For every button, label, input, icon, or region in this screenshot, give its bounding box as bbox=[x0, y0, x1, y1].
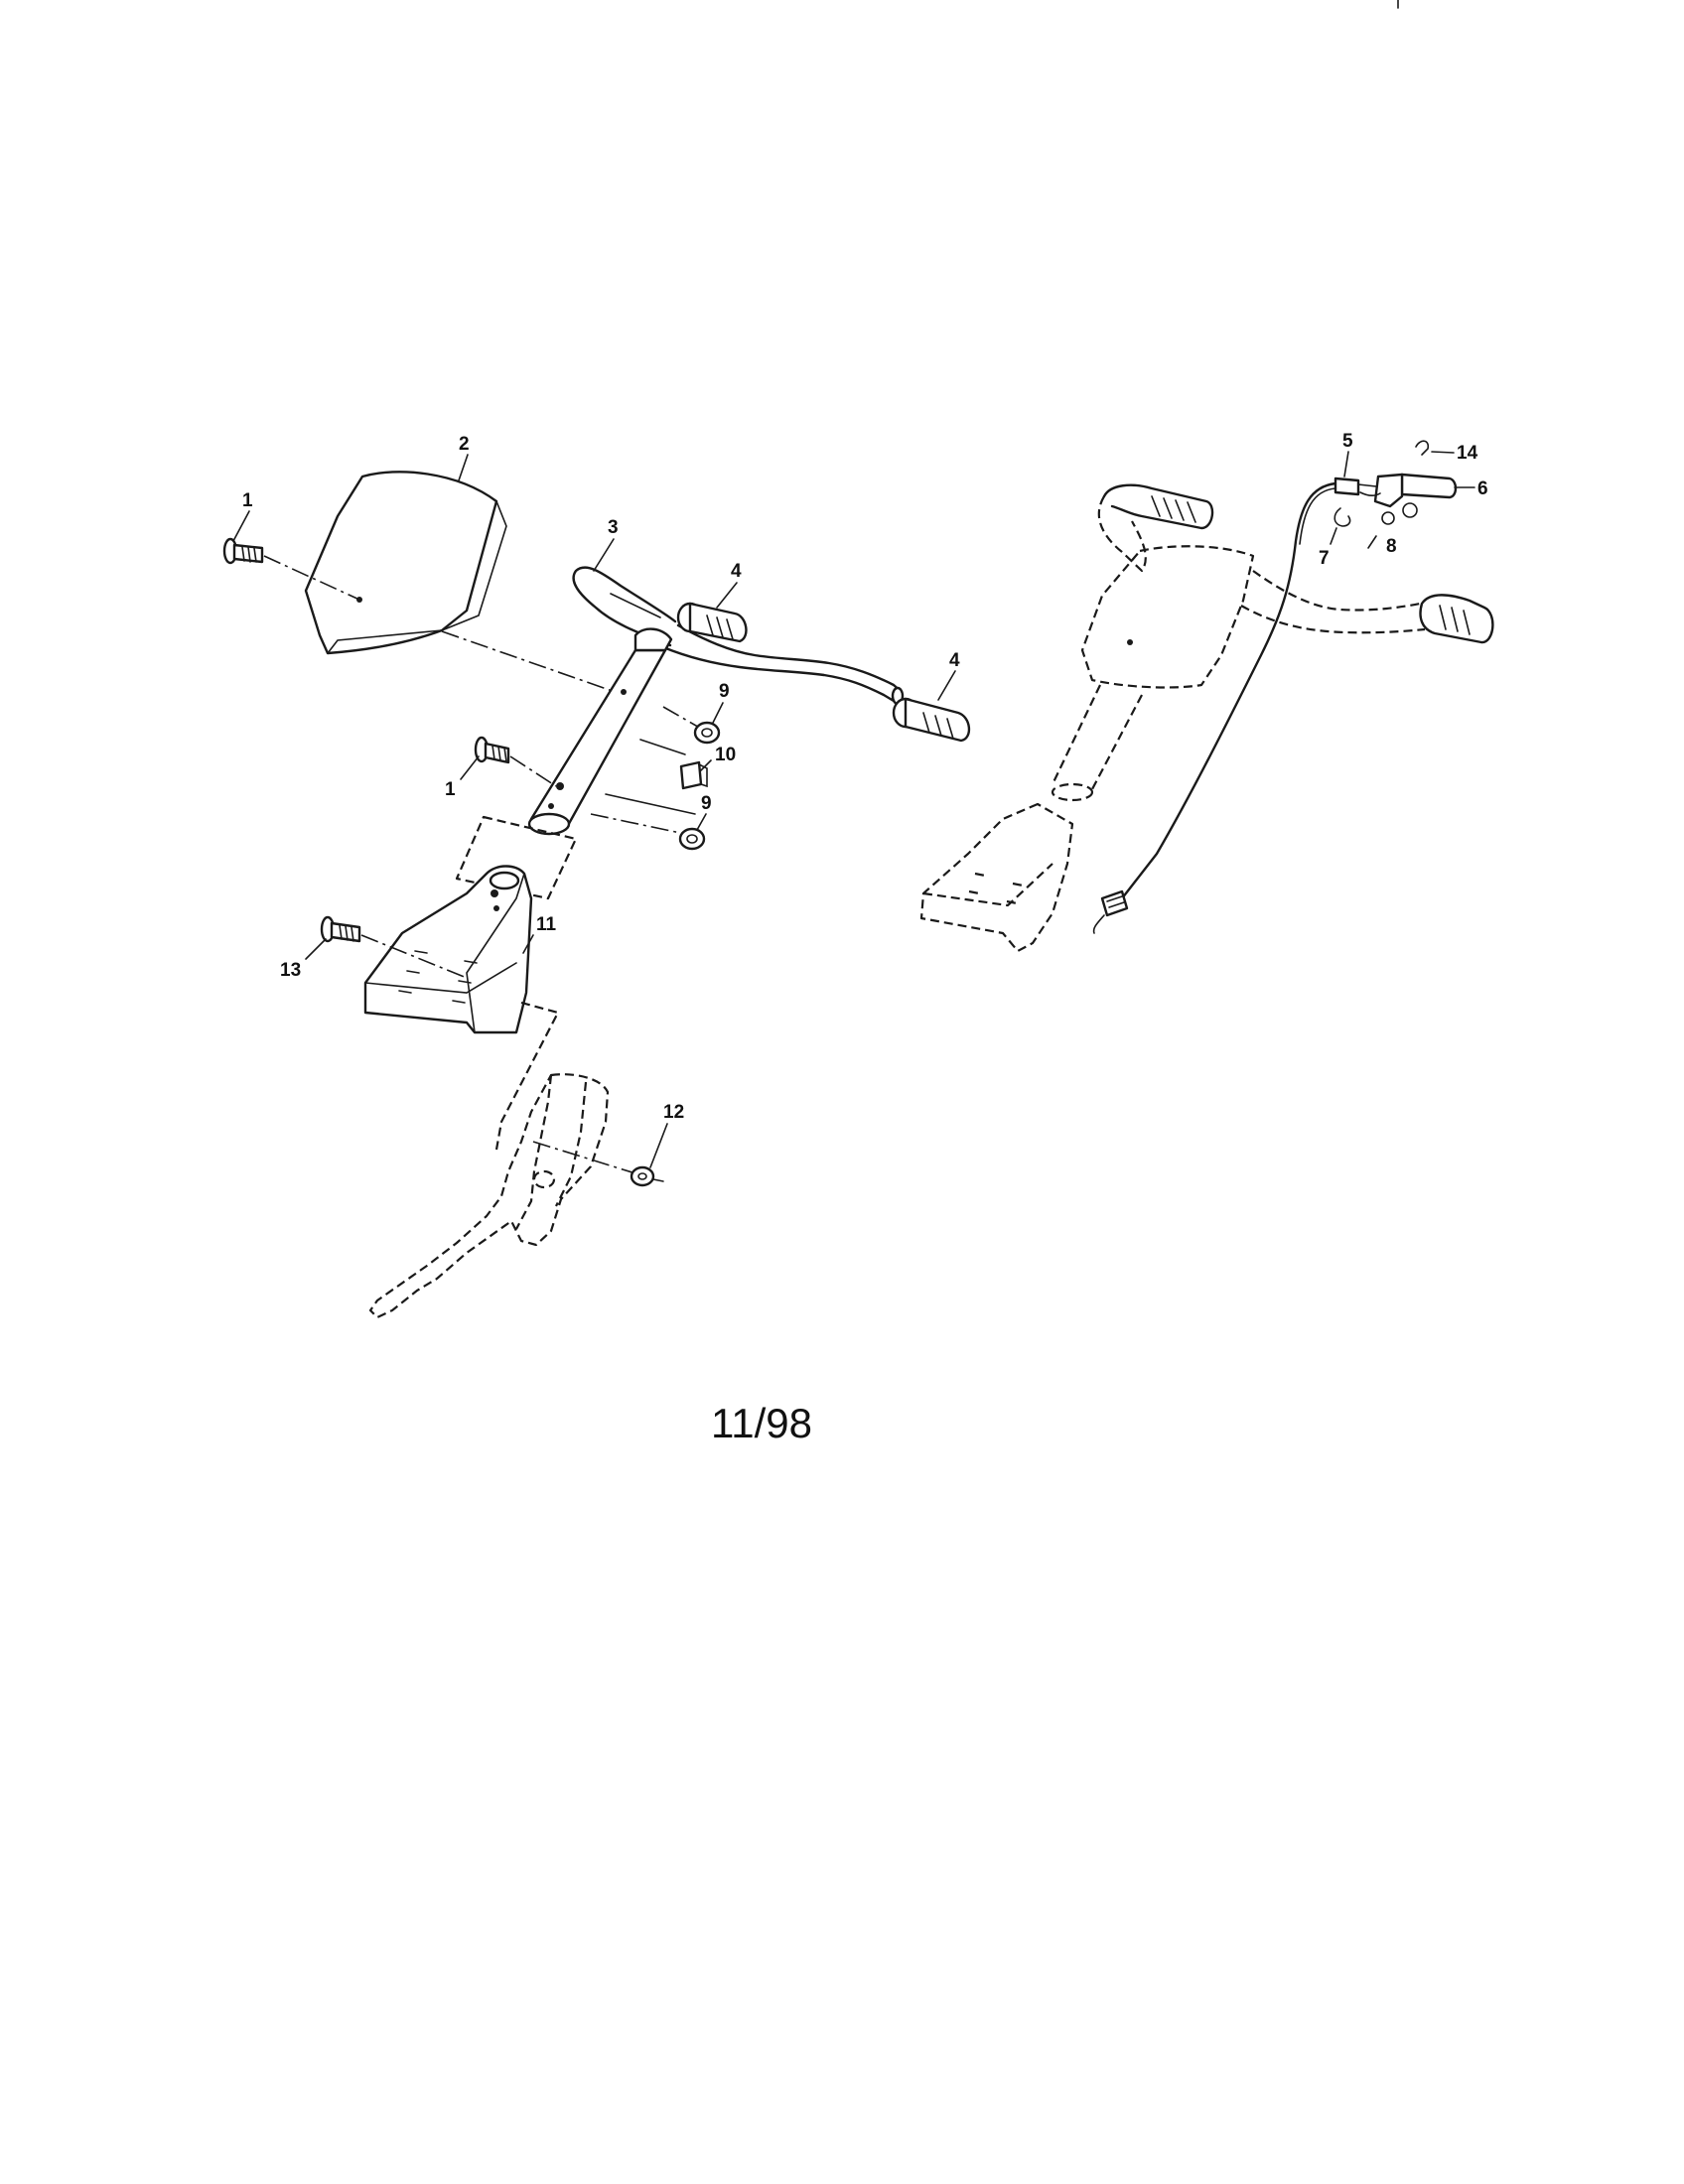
alignment-box-upper bbox=[455, 815, 578, 900]
handle-hole-2 bbox=[556, 782, 564, 790]
label-13: 13 bbox=[280, 960, 301, 981]
label-14: 14 bbox=[1457, 443, 1478, 464]
handle-hole-3 bbox=[548, 803, 554, 809]
label-1-lower: 1 bbox=[445, 779, 456, 800]
part-14-spring bbox=[1415, 440, 1430, 456]
label-9-upper: 9 bbox=[719, 681, 730, 702]
part-1-bolt-top bbox=[222, 537, 264, 565]
cable-spring bbox=[1092, 889, 1129, 934]
label-12: 12 bbox=[663, 1102, 684, 1123]
assembled-crossbar bbox=[1252, 570, 1421, 612]
label-6: 6 bbox=[1477, 478, 1488, 499]
centerline-bolt-13 bbox=[360, 934, 468, 979]
label-8: 8 bbox=[1386, 536, 1397, 557]
label-4-lower: 4 bbox=[949, 650, 960, 671]
assembled-handlebar-loop bbox=[1097, 495, 1147, 573]
part-4-grip-lower bbox=[892, 697, 971, 743]
part-4-grip-upper bbox=[676, 602, 748, 643]
part-11-bracket bbox=[363, 865, 533, 1034]
part-labels: 1 2 3 4 4 9 10 1 9 11 13 12 5 14 6 7 8 bbox=[242, 431, 1488, 1123]
assembled-grip-left bbox=[1102, 483, 1214, 530]
assembled-view bbox=[919, 440, 1494, 953]
assembled-panel bbox=[1080, 545, 1255, 689]
part-7-clip bbox=[1333, 507, 1351, 527]
assembled-grip-right bbox=[1419, 594, 1494, 644]
label-1-top: 1 bbox=[242, 490, 253, 511]
part-3-handlebar bbox=[527, 566, 905, 836]
label-4-upper: 4 bbox=[731, 561, 742, 582]
footer-date: 11/98 bbox=[711, 1400, 812, 1446]
part-12-nut bbox=[532, 1141, 664, 1187]
label-2: 2 bbox=[459, 434, 470, 455]
part-9-nut-upper bbox=[662, 706, 721, 745]
part-5-cable-end bbox=[1333, 477, 1360, 496]
label-9-lower: 9 bbox=[701, 793, 712, 814]
callout-leaders bbox=[232, 451, 1475, 1168]
label-11: 11 bbox=[536, 914, 557, 935]
label-10: 10 bbox=[715, 745, 736, 765]
centerline-bolt-lower bbox=[509, 755, 557, 787]
part-8-pin bbox=[1367, 535, 1377, 549]
part-6-lever bbox=[1373, 473, 1458, 525]
frame-reference bbox=[368, 1073, 610, 1319]
label-5: 5 bbox=[1342, 431, 1353, 452]
label-7: 7 bbox=[1319, 548, 1330, 569]
part-1-bolt-lower bbox=[474, 736, 510, 764]
part-9-nut-lower bbox=[590, 813, 706, 851]
alignment-box-lower bbox=[494, 1001, 560, 1151]
assembled-tube bbox=[1052, 684, 1143, 790]
centerline-bolt-panel bbox=[263, 555, 360, 601]
assembled-bracket bbox=[919, 802, 1074, 953]
part-10-clip bbox=[679, 760, 708, 790]
part-13-bolt bbox=[320, 915, 361, 943]
centerline-panel-handle bbox=[441, 630, 625, 696]
part-2-panel bbox=[304, 471, 507, 655]
exploded-view bbox=[222, 471, 971, 1319]
handle-hole bbox=[621, 689, 627, 695]
label-3: 3 bbox=[608, 517, 619, 538]
control-cable bbox=[1120, 481, 1337, 900]
